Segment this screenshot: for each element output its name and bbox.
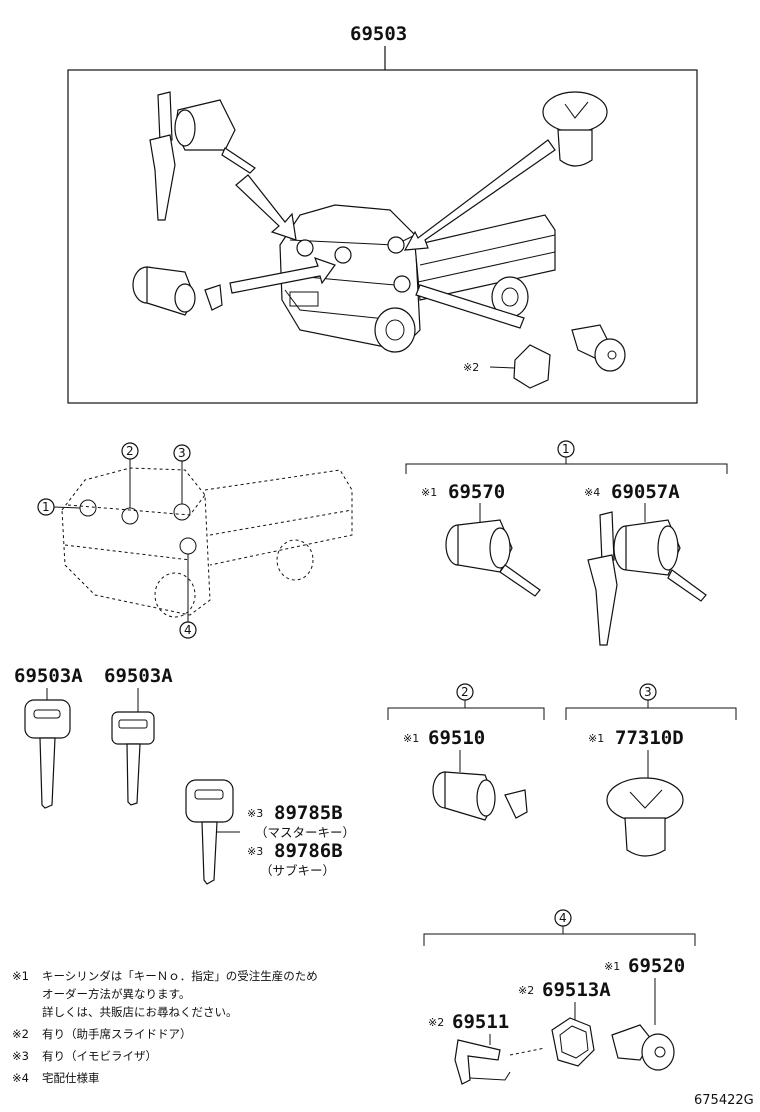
callout-3: 3 — [178, 446, 186, 460]
top-fuel-cap-lock — [542, 91, 608, 167]
note-2-line-1: 有り（助手席スライドドア） — [42, 1027, 192, 1041]
key-sub-number: 89786B — [274, 840, 343, 862]
key-right-number: 69503A — [104, 665, 173, 687]
diagram-code: 675422G — [694, 1093, 754, 1108]
group-3: 3 ※1 77310D — [565, 683, 737, 857]
group-4-label: 4 — [559, 911, 567, 925]
top-ignition-cylinder — [149, 91, 256, 221]
note-3-line-1: 有り（イモビライザ） — [42, 1049, 157, 1063]
note-4-line-1: 宅配仕様車 — [42, 1071, 100, 1085]
ignition-cylinder-69057A — [587, 511, 707, 646]
note-4-marker: ※4 — [12, 1071, 29, 1085]
key-master-desc: （マスターキー） — [255, 825, 355, 840]
group-2-label: 2 — [461, 685, 469, 699]
part-69513A-number: 69513A — [542, 979, 611, 1001]
part-69510-number: 69510 — [428, 727, 485, 749]
key-master-marker: ※3 — [247, 807, 263, 820]
callout-2: 2 — [126, 444, 134, 458]
part-69570-marker: ※1 — [421, 486, 437, 499]
key-master-number: 89785B — [274, 802, 343, 824]
part-69510-marker: ※1 — [403, 732, 419, 745]
group-2: 2 ※1 69510 — [387, 683, 545, 821]
part-69570-number: 69570 — [448, 481, 505, 503]
note-1-marker: ※1 — [12, 969, 29, 983]
part-77310D-marker: ※1 — [588, 732, 604, 745]
note-1-line-3: 詳しくは、共販店にお尋ねください。 — [42, 1005, 238, 1019]
part-77310D-number: 77310D — [615, 727, 684, 749]
notes: ※1 キーシリンダは「キーＮｏ．指定」の受注生産のため オーダー方法が異なります… — [12, 969, 318, 1085]
key-left-number: 69503A — [14, 665, 83, 687]
part-69057A-marker: ※4 — [584, 486, 600, 499]
note-1-line-1: キーシリンダは「キーＮｏ．指定」の受注生産のため — [42, 969, 318, 983]
group-4: 4 ※1 69520 ※2 69513A ※2 69511 — [423, 909, 696, 1085]
key-sub-marker: ※3 — [247, 845, 263, 858]
location-arrows — [229, 139, 556, 329]
key-group: 69503A 69503A ※3 89785B （マスターキー） ※3 8978… — [14, 665, 355, 885]
assembly-frame — [67, 69, 698, 404]
assembly-part-number: 69503 — [350, 23, 407, 45]
group-3-label: 3 — [644, 685, 652, 699]
top-box-note-marker: ※2 — [463, 361, 479, 374]
door-cylinder-69570 — [445, 519, 541, 597]
part-69511-marker: ※2 — [428, 1016, 444, 1029]
group-1: 1 ※1 69570 ※4 69057A — [405, 440, 728, 522]
note-3-marker: ※3 — [12, 1049, 29, 1063]
note-1-line-2: オーダー方法が異なります。 — [42, 987, 190, 1001]
truck-callout-labels: 1 2 3 4 — [37, 442, 197, 639]
callout-1: 1 — [42, 500, 50, 514]
note-2-marker: ※2 — [12, 1027, 29, 1041]
callout-truck-illustration — [61, 467, 353, 618]
key-left-icon — [24, 699, 71, 739]
top-door-cylinder — [132, 266, 223, 316]
part-69520-number: 69520 — [628, 955, 685, 977]
callout-4: 4 — [184, 623, 192, 637]
part-69511-number: 69511 — [452, 1011, 509, 1033]
part-69520-marker: ※1 — [604, 960, 620, 973]
group-1-label: 1 — [562, 442, 570, 456]
key-master-icon — [185, 779, 234, 823]
part-69513A-marker: ※2 — [518, 984, 534, 997]
top-rear-door-lock: ※2 — [463, 324, 626, 389]
key-sub-desc: （サブキー） — [260, 863, 335, 878]
part-69057A-number: 69057A — [611, 481, 680, 503]
